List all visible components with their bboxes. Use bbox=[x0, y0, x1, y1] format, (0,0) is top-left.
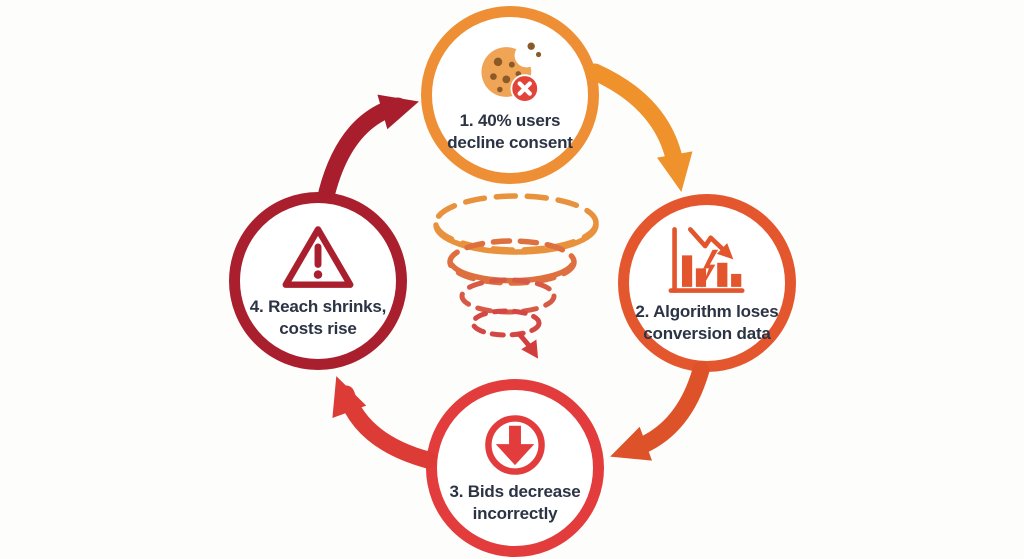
node-bids-decrease: 3. Bids decrease incorrectly bbox=[426, 379, 604, 557]
arrow-step4-to-step1 bbox=[318, 94, 419, 201]
node-reach-shrinks: 4. Reach shrinks, costs rise bbox=[229, 192, 407, 370]
node-label: 3. Bids decrease incorrectly bbox=[449, 481, 581, 523]
node-label: 1. 40% users decline consent bbox=[447, 110, 573, 152]
warning-triangle-icon bbox=[282, 226, 354, 288]
node-consent-declined: 1. 40% users decline consent bbox=[421, 6, 599, 184]
node-algorithm-loses-data: 2. Algorithm loses conversion data bbox=[618, 194, 796, 372]
node-label: 4. Reach shrinks, costs rise bbox=[249, 296, 387, 338]
broken-chart-icon bbox=[668, 227, 745, 293]
arrow-down-circle-icon bbox=[485, 415, 545, 475]
arrow-step1-to-step2 bbox=[586, 63, 693, 192]
downward-spiral-icon bbox=[433, 193, 599, 359]
cookie-declined-icon bbox=[481, 42, 542, 103]
arrow-step2-to-step3 bbox=[610, 361, 710, 461]
node-label: 2. Algorithm loses conversion data bbox=[635, 301, 779, 343]
arrow-step3-to-step4 bbox=[332, 376, 437, 469]
